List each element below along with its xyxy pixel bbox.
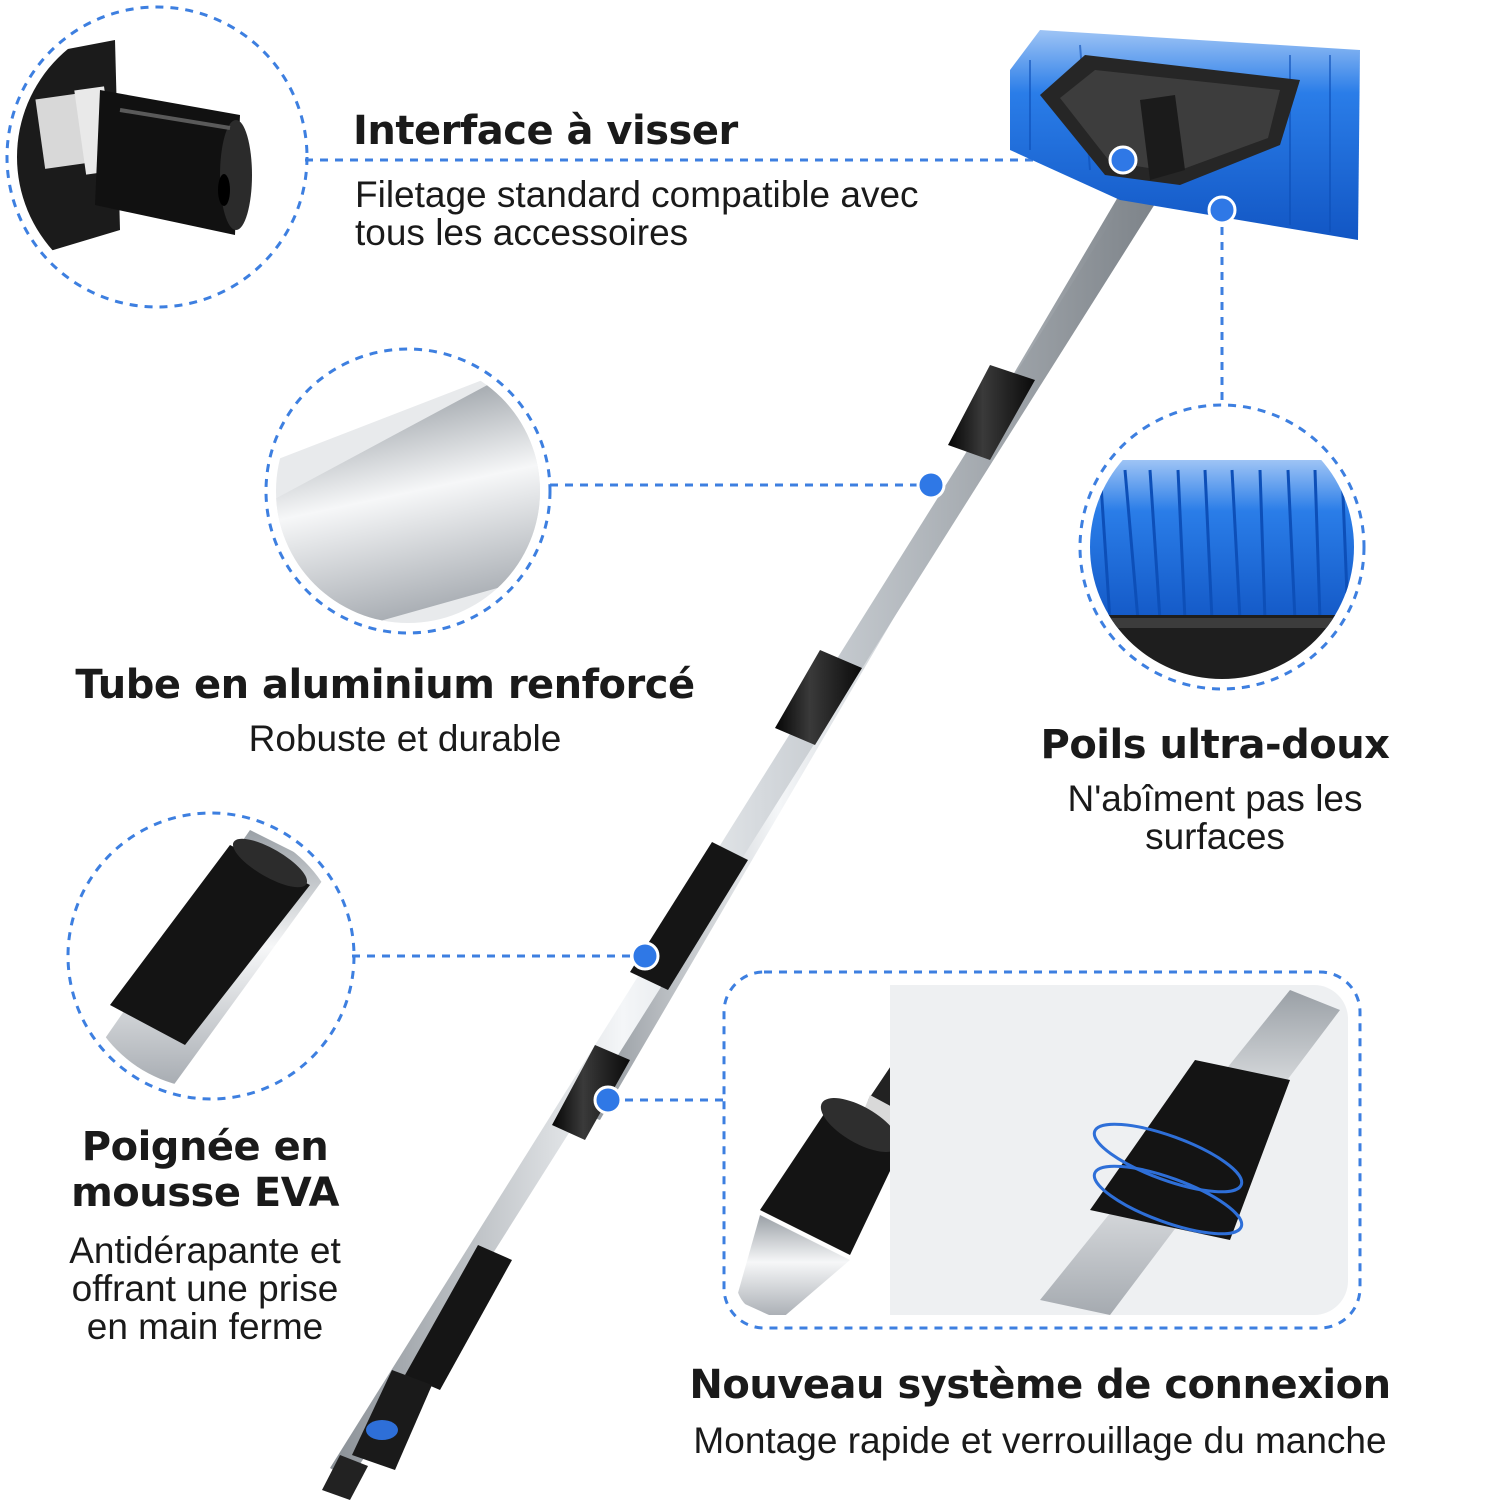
- water-valve: [352, 1370, 432, 1470]
- tube-feature-title: Tube en aluminium renforcé: [75, 662, 695, 708]
- bristles-feature-desc-1: N'abîment pas les: [1067, 778, 1363, 819]
- connection-detail-box: [722, 970, 1362, 1330]
- tube-closeup: [276, 359, 540, 623]
- screw-feature-title: Interface à visser: [353, 108, 738, 154]
- tube-feature-desc: Robuste et durable: [248, 718, 562, 759]
- connection-feature-desc: Montage rapide et verrouillage du manche: [693, 1420, 1387, 1461]
- connection-feature-title: Nouveau système de connexion: [689, 1362, 1391, 1408]
- bristles-feature-title: Poils ultra-doux: [1040, 722, 1390, 768]
- tube-detail-circle: [264, 347, 552, 635]
- screw-feature-desc-2: tous les accessoires: [355, 212, 689, 253]
- collar-2: [775, 650, 862, 745]
- screw-detail-circle: [5, 5, 309, 309]
- connection-closeup: [736, 985, 1348, 1315]
- foam-grip-lower: [405, 1245, 512, 1390]
- screw-closeup: [17, 17, 297, 297]
- bristles-closeup: [1090, 415, 1354, 679]
- grip-feature-desc-1: Antidérapante et: [69, 1230, 341, 1271]
- anchor-dots: [593, 145, 1237, 1115]
- grip-feature-title-2: mousse EVA: [71, 1170, 339, 1216]
- grip-feature-desc-3: en main ferme: [86, 1306, 324, 1347]
- grip-closeup: [78, 823, 344, 1089]
- collar-1: [948, 365, 1035, 460]
- bristles-detail-circle: [1078, 403, 1366, 691]
- bristles-feature-desc-2: surfaces: [1145, 816, 1285, 857]
- screw-feature-desc-1: Filetage standard compatible avec: [355, 174, 919, 215]
- foam-grip-upper: [630, 842, 748, 990]
- collar-3: [552, 1045, 630, 1140]
- grip-feature-title-1: Poignée en: [81, 1124, 329, 1170]
- brush-product: [322, 30, 1360, 1500]
- leader-lines: [305, 158, 1224, 1102]
- grip-feature-desc-2: offrant une prise: [71, 1268, 339, 1309]
